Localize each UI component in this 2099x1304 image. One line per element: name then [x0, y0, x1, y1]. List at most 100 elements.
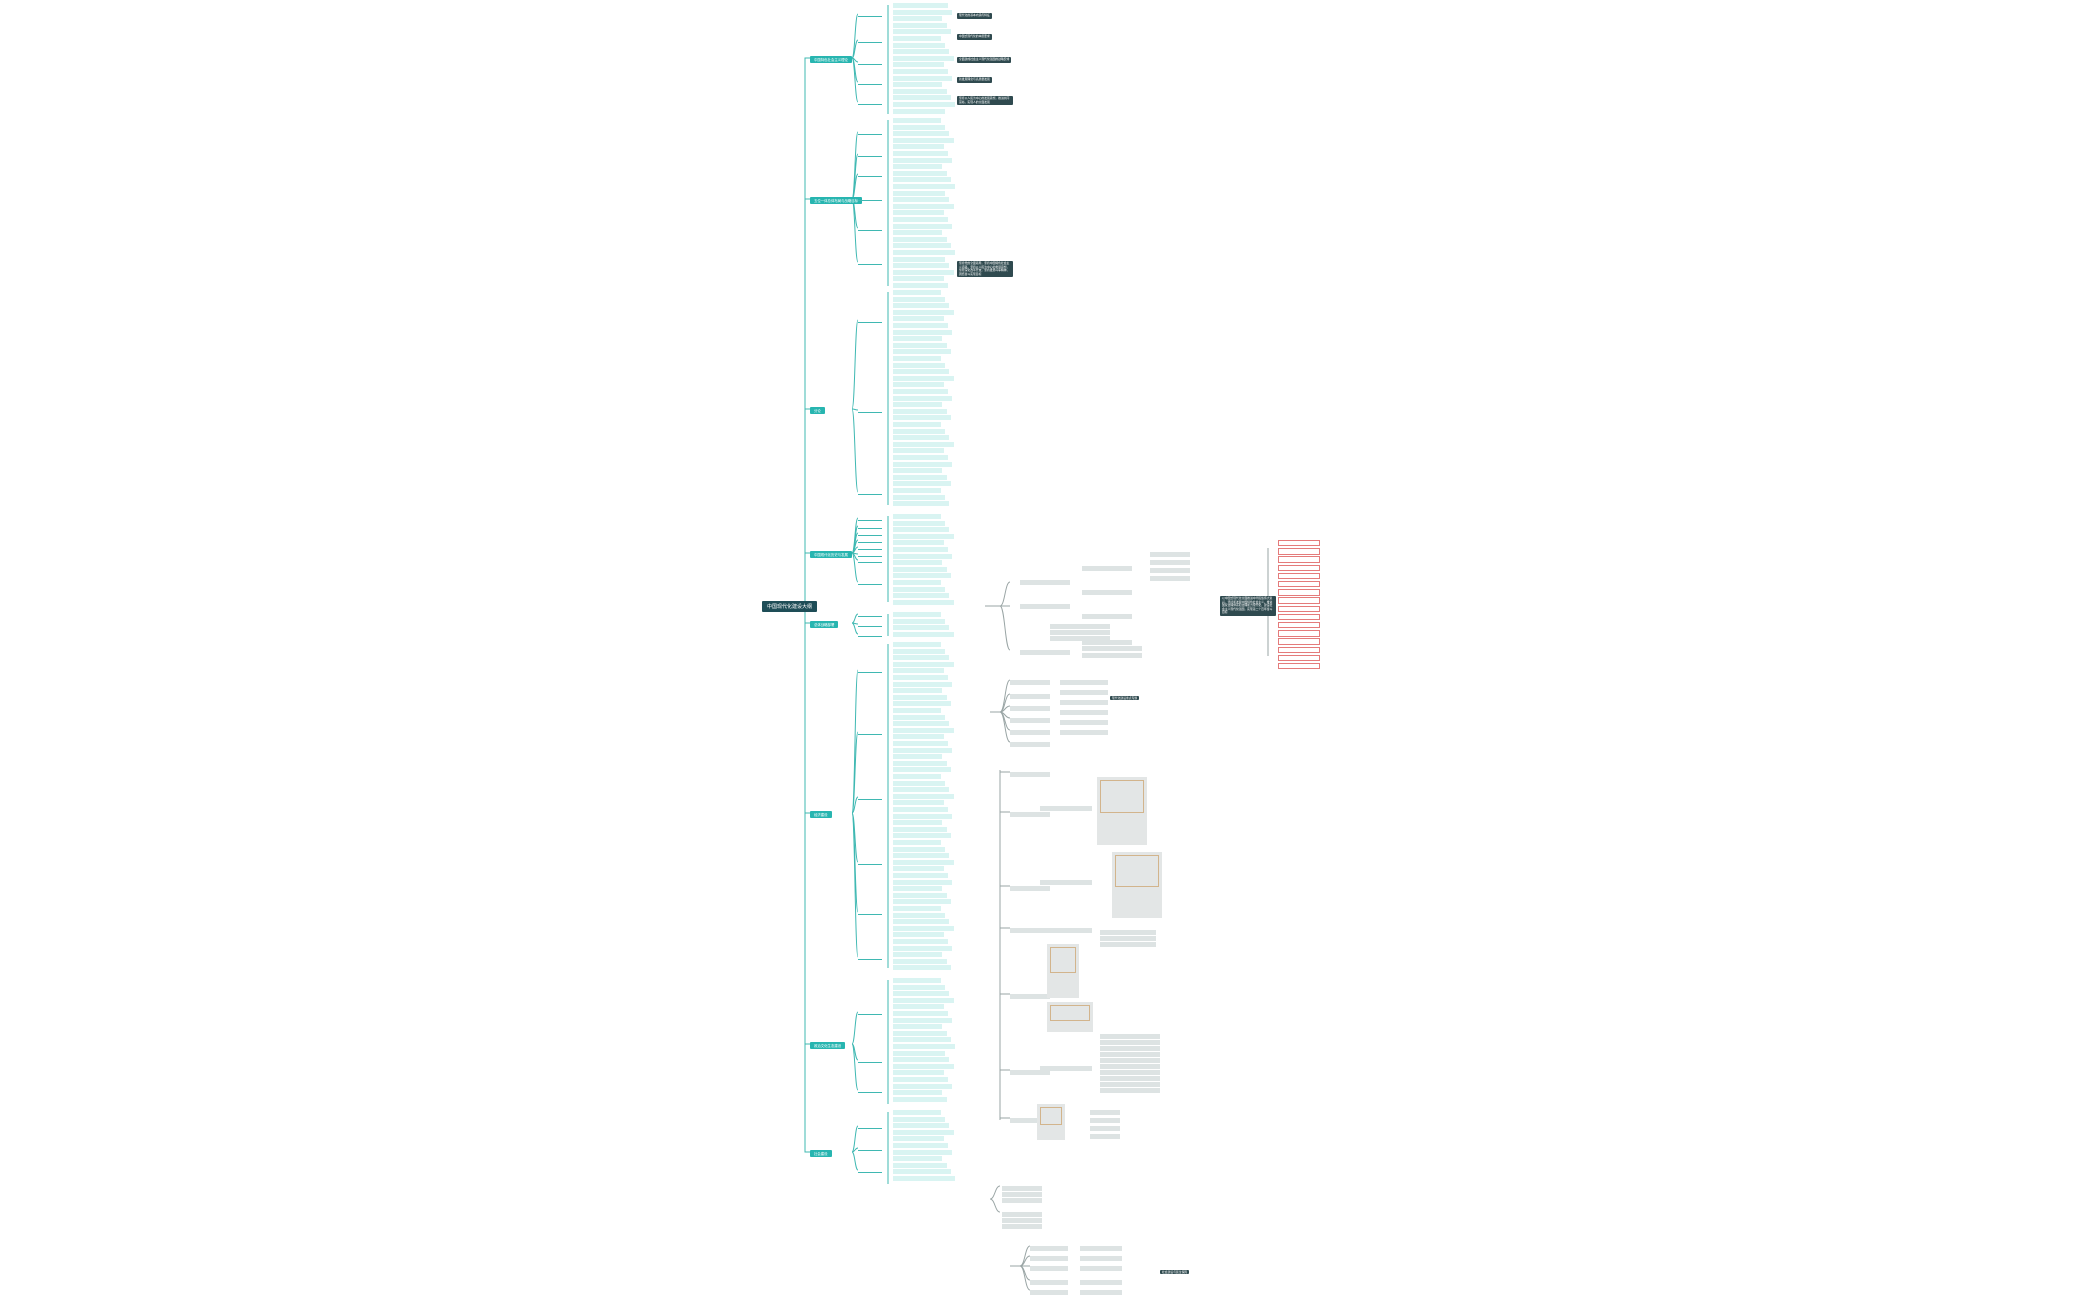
- leaf-item[interactable]: [893, 217, 948, 222]
- leaf-item[interactable]: [893, 853, 950, 859]
- leaf-item[interactable]: [893, 402, 943, 408]
- detail-item[interactable]: [1100, 1052, 1160, 1057]
- leaf-item[interactable]: [893, 694, 947, 700]
- detail-item[interactable]: [1100, 1046, 1160, 1051]
- sub-topic[interactable]: [858, 60, 882, 65]
- leaf-item[interactable]: [893, 296, 946, 302]
- leaf-item[interactable]: [893, 991, 950, 997]
- detail-item[interactable]: [1082, 590, 1132, 595]
- sub-topic[interactable]: [858, 130, 882, 135]
- leaf-item[interactable]: [893, 422, 941, 427]
- leaf-item[interactable]: [893, 501, 950, 507]
- detail-item[interactable]: [1040, 880, 1092, 885]
- sub-topic[interactable]: [858, 580, 882, 585]
- detail-item[interactable]: [1080, 1280, 1122, 1285]
- leaf-item[interactable]: [893, 3, 948, 8]
- leaf-item[interactable]: [893, 82, 943, 88]
- detail-item[interactable]: [1100, 930, 1156, 935]
- sub-topic[interactable]: [858, 1010, 882, 1015]
- leaf-item[interactable]: [893, 925, 954, 931]
- detail-item[interactable]: [1150, 576, 1190, 581]
- sub-topic[interactable]: [858, 152, 882, 157]
- leaf-item[interactable]: [893, 618, 946, 624]
- leaf-item[interactable]: [893, 1017, 953, 1023]
- leaf-item[interactable]: [893, 75, 953, 81]
- product-image[interactable]: [1112, 852, 1162, 918]
- leaf-item[interactable]: [893, 468, 943, 474]
- risk-item[interactable]: [1278, 630, 1320, 637]
- leaf-item[interactable]: [893, 760, 947, 766]
- leaf-item[interactable]: [893, 655, 950, 661]
- leaf-item[interactable]: [893, 488, 941, 493]
- sub-topic[interactable]: [858, 1168, 882, 1173]
- leaf-item[interactable]: [893, 9, 953, 15]
- leaf-item[interactable]: [893, 688, 943, 694]
- leaf-item[interactable]: [893, 1162, 947, 1168]
- leaf-item[interactable]: [893, 826, 947, 832]
- leaf-item[interactable]: [893, 49, 950, 55]
- leaf-item[interactable]: [893, 256, 946, 262]
- leaf-item[interactable]: [893, 721, 950, 727]
- sub-topic[interactable]: [858, 490, 882, 495]
- leaf-item[interactable]: [893, 919, 950, 925]
- detail-item[interactable]: [1100, 936, 1156, 941]
- branch-history[interactable]: 中国现代化历史与发展: [810, 551, 852, 558]
- leaf-item[interactable]: [893, 859, 954, 865]
- detail-item[interactable]: [1040, 806, 1092, 811]
- risk-item[interactable]: [1278, 638, 1320, 645]
- detail-item[interactable]: [1040, 928, 1092, 933]
- leaf-item[interactable]: [893, 774, 941, 779]
- leaf-item[interactable]: [893, 170, 947, 176]
- leaf-item[interactable]: [893, 675, 948, 680]
- sub-topic[interactable]: [858, 552, 882, 557]
- note-1[interactable]: 现代化的基本内涵与特征: [957, 13, 992, 19]
- detail-item[interactable]: [1002, 1224, 1042, 1229]
- leaf-item[interactable]: [893, 708, 941, 713]
- detail-item[interactable]: [1002, 1198, 1042, 1203]
- leaf-item[interactable]: [893, 303, 950, 309]
- detail-item[interactable]: [1050, 630, 1110, 635]
- leaf-item[interactable]: [893, 1057, 950, 1063]
- detail-item[interactable]: [1100, 1088, 1160, 1093]
- sub-topic[interactable]: [858, 516, 882, 521]
- leaf-item[interactable]: [893, 642, 941, 647]
- leaf-item[interactable]: [893, 356, 941, 361]
- detail-item[interactable]: [1082, 640, 1132, 645]
- leaf-item[interactable]: [893, 780, 946, 786]
- sub-topic[interactable]: [858, 12, 882, 17]
- detail-item[interactable]: [1002, 1186, 1042, 1191]
- leaf-item[interactable]: [893, 625, 950, 631]
- leaf-item[interactable]: [893, 984, 946, 990]
- sub-topic[interactable]: [858, 955, 882, 960]
- leaf-item[interactable]: [893, 349, 951, 355]
- leaf-item[interactable]: [893, 807, 948, 812]
- leaf-item[interactable]: [893, 16, 943, 22]
- leaf-item[interactable]: [893, 1083, 953, 1089]
- sub-topic[interactable]: [858, 1088, 882, 1093]
- branch-society[interactable]: 社会建设: [810, 1150, 832, 1157]
- detail-item[interactable]: [1010, 1070, 1050, 1075]
- leaf-item[interactable]: [893, 1156, 943, 1162]
- detail-item[interactable]: [1080, 1290, 1122, 1295]
- leaf-item[interactable]: [893, 190, 946, 196]
- leaf-item[interactable]: [893, 1070, 944, 1076]
- leaf-item[interactable]: [893, 945, 953, 951]
- detail-item[interactable]: [1010, 730, 1050, 735]
- leaf-item[interactable]: [893, 36, 941, 41]
- leaf-item[interactable]: [893, 118, 941, 123]
- leaf-item[interactable]: [893, 1143, 948, 1148]
- leaf-item[interactable]: [893, 1136, 944, 1142]
- risk-item[interactable]: [1278, 564, 1320, 571]
- leaf-item[interactable]: [893, 323, 948, 328]
- leaf-item[interactable]: [893, 102, 955, 107]
- detail-item[interactable]: [1150, 560, 1190, 565]
- sub-topic[interactable]: [858, 1124, 882, 1129]
- leaf-item[interactable]: [893, 1077, 948, 1082]
- leaf-item[interactable]: [893, 514, 941, 519]
- sub-topic[interactable]: [858, 1058, 882, 1063]
- detail-item[interactable]: [1060, 720, 1108, 725]
- detail-item[interactable]: [1030, 1290, 1068, 1295]
- leaf-item[interactable]: [893, 727, 954, 733]
- leaf-item[interactable]: [893, 88, 947, 94]
